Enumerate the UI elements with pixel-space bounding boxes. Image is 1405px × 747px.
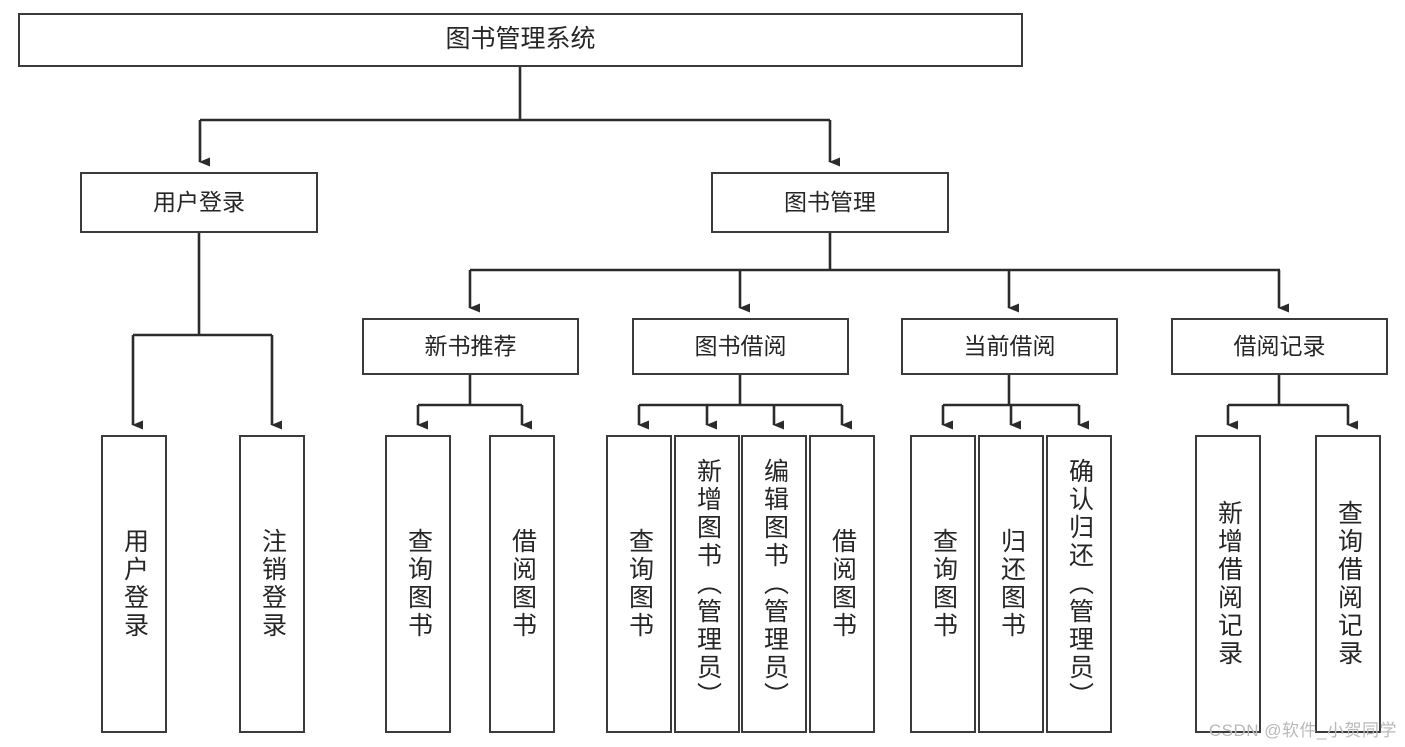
leaf-return-book[interactable]: 归还图书: [978, 435, 1044, 733]
node-new-book-recommend-label: 新书推荐: [424, 332, 517, 359]
node-borrow-record[interactable]: 借阅记录: [1171, 318, 1388, 375]
edges-user-login-to-leaves: [131, 233, 282, 430]
node-current-borrow-label: 当前借阅: [963, 332, 1056, 359]
leaf-borrow-book[interactable]: 借阅图书: [809, 435, 875, 733]
leaf-add-borrow-record-label: 新增借阅记录: [1214, 500, 1243, 668]
edges-current-borrow-to-leaves: [941, 375, 1089, 430]
leaf-borrow-book-newrec[interactable]: 借阅图书: [489, 435, 555, 733]
node-root-system[interactable]: 图书管理系统: [18, 13, 1023, 67]
leaf-query-borrow-record[interactable]: 查询借阅记录: [1315, 435, 1381, 733]
leaf-query-book-current-label: 查询图书: [929, 528, 958, 640]
leaf-query-book-borrow-label: 查询图书: [625, 528, 654, 640]
leaf-logout[interactable]: 注销登录: [239, 435, 305, 733]
edges-new-book-rec-to-leaves: [416, 375, 532, 430]
node-root-label: 图书管理系统: [445, 25, 596, 54]
edges-book-borrow-to-leaves: [637, 375, 852, 430]
leaf-logout-label: 注销登录: [258, 528, 287, 640]
leaf-edit-book-admin[interactable]: 编辑图书（管理员）: [741, 435, 807, 733]
leaf-return-book-label: 归还图书: [997, 528, 1026, 640]
leaf-add-borrow-record[interactable]: 新增借阅记录: [1195, 435, 1261, 733]
leaf-confirm-return-admin-label: 确认归还（管理员）: [1065, 458, 1094, 710]
leaf-borrow-book-newrec-label: 借阅图书: [508, 528, 537, 640]
leaf-user-login[interactable]: 用户登录: [101, 435, 167, 733]
node-book-borrow[interactable]: 图书借阅: [632, 318, 849, 375]
node-borrow-record-label: 借阅记录: [1233, 332, 1326, 359]
leaf-query-book-newrec-label: 查询图书: [404, 528, 433, 640]
edges-borrow-record-to-leaves: [1226, 375, 1358, 430]
leaf-user-login-label: 用户登录: [120, 528, 149, 640]
leaf-query-book-newrec[interactable]: 查询图书: [385, 435, 451, 733]
leaf-borrow-book-label: 借阅图书: [828, 528, 857, 640]
leaf-confirm-return-admin[interactable]: 确认归还（管理员）: [1046, 435, 1112, 733]
edges-root-to-level1: [198, 67, 840, 167]
node-book-borrow-label: 图书借阅: [694, 332, 787, 359]
node-book-management[interactable]: 图书管理: [711, 172, 949, 233]
node-new-book-recommend[interactable]: 新书推荐: [362, 318, 579, 375]
node-book-management-label: 图书管理: [784, 188, 876, 215]
node-user-login[interactable]: 用户登录: [80, 172, 318, 233]
leaf-edit-book-admin-label: 编辑图书（管理员）: [760, 458, 789, 710]
leaf-query-borrow-record-label: 查询借阅记录: [1334, 500, 1363, 668]
leaf-query-book-borrow[interactable]: 查询图书: [606, 435, 672, 733]
csdn-watermark: CSDN @软件_小贺同学: [1208, 721, 1397, 740]
node-user-login-label: 用户登录: [153, 188, 245, 215]
node-current-borrow[interactable]: 当前借阅: [901, 318, 1118, 375]
leaf-query-book-current[interactable]: 查询图书: [910, 435, 976, 733]
leaf-add-book-admin-label: 新增图书（管理员）: [693, 458, 722, 710]
edges-book-manage-to-level2: [468, 233, 1289, 313]
leaf-add-book-admin[interactable]: 新增图书（管理员）: [674, 435, 740, 733]
